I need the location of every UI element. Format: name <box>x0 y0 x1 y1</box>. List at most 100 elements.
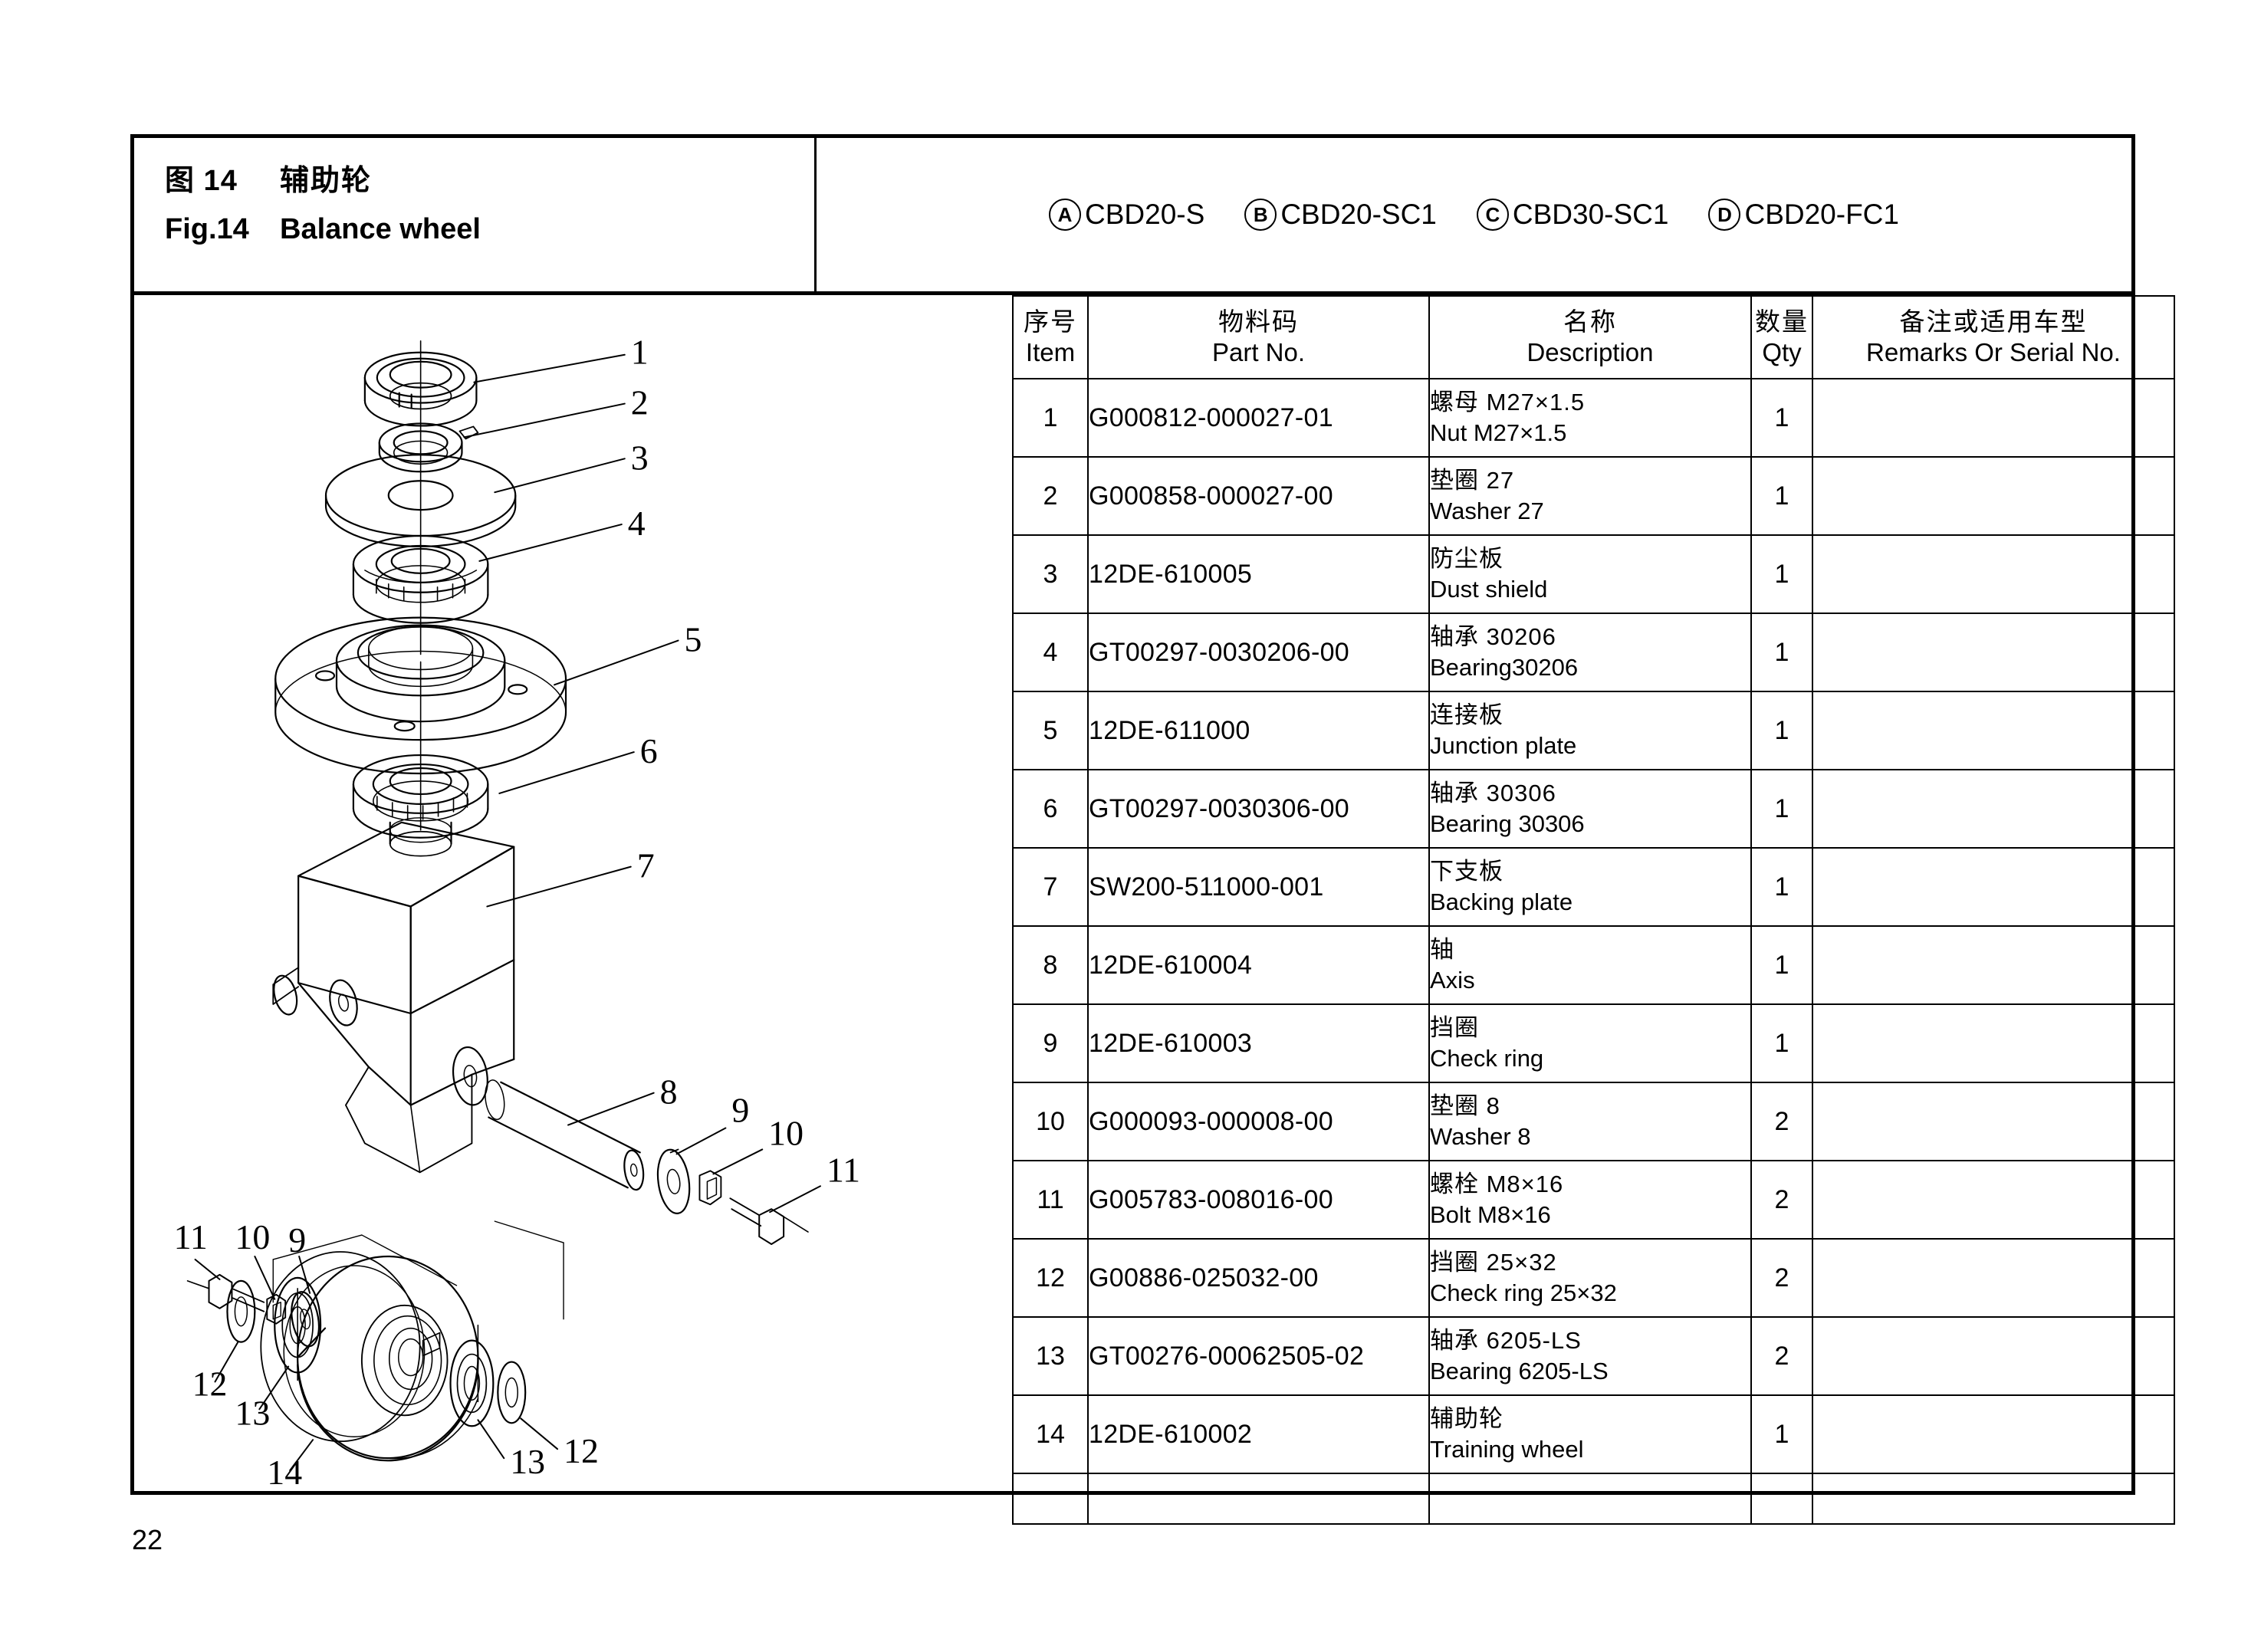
model-code-list: A CBD20-S B CBD20-SC1 C CBD30-SC1 D CBD2… <box>817 138 2131 291</box>
model-code-b: B CBD20-SC1 <box>1244 199 1437 231</box>
part-junction-plate <box>274 616 567 775</box>
callout-8: 8 <box>660 1072 678 1112</box>
callout-14: 14 <box>267 1453 302 1491</box>
cell-qty: 1 <box>1750 1003 1813 1083</box>
description-cn: 防尘板 <box>1430 545 1503 573</box>
callout-leaders <box>194 353 821 1472</box>
description-en: Nut M27×1.5 <box>1430 419 1567 446</box>
cell-part-no: G000858-000027-00 <box>1087 456 1430 536</box>
cell-item: 4 <box>1012 613 1089 692</box>
figure-title-chinese: 图 14 辅助轮 <box>165 163 814 200</box>
model-code-c: C CBD30-SC1 <box>1476 199 1669 231</box>
callout-9-left: 9 <box>288 1220 306 1260</box>
cell-qty: 2 <box>1750 1238 1813 1318</box>
circled-letter-a-icon: A <box>1049 199 1082 231</box>
description-cn: 下支板 <box>1430 858 1503 885</box>
cell-part-no: 12DE-610005 <box>1087 534 1430 614</box>
cell-remarks <box>1812 1160 2175 1240</box>
callout-13-right: 13 <box>510 1442 545 1481</box>
cell-remarks <box>1812 1316 2175 1396</box>
cell-part-no: 12DE-611000 <box>1087 691 1430 770</box>
description-cn: 螺栓 M8×16 <box>1430 1171 1564 1198</box>
figure-name-cn: 辅助轮 <box>280 165 373 197</box>
content-band: 1 2 3 4 5 6 7 8 9 10 11 9 10 11 12 13 <box>134 295 2175 1525</box>
header-description: 名称 Description <box>1428 295 1752 379</box>
part-backing-plate <box>272 821 515 1174</box>
description-en: Bearing 30306 <box>1430 810 1585 837</box>
cell-qty: 1 <box>1750 456 1813 536</box>
cell-item: 10 <box>1012 1082 1089 1161</box>
description-en: Dust shield <box>1430 576 1548 603</box>
header-part-no: 物料码 Part No. <box>1087 295 1430 379</box>
header-item: 序号 Item <box>1012 295 1089 379</box>
cell-empty <box>1087 1473 1430 1525</box>
cell-qty: 2 <box>1750 1160 1813 1240</box>
callout-2: 2 <box>631 383 649 422</box>
model-code-c-label: CBD30-SC1 <box>1512 199 1669 230</box>
callout-10-right: 10 <box>768 1113 804 1152</box>
cell-item: 11 <box>1012 1160 1089 1240</box>
cell-item: 8 <box>1012 925 1089 1005</box>
callout-13-left: 13 <box>235 1393 270 1432</box>
model-code-a: A CBD20-S <box>1049 199 1204 231</box>
cell-remarks <box>1812 1238 2175 1318</box>
description-cn: 垫圈 27 <box>1430 467 1515 494</box>
cell-qty: 1 <box>1750 613 1813 692</box>
cell-remarks <box>1812 1082 2175 1161</box>
description-en: Axis <box>1430 967 1475 993</box>
cell-remarks <box>1812 691 2175 770</box>
description-en: Bearing30206 <box>1430 654 1579 681</box>
header-remarks: 备注或适用车型 Remarks Or Serial No. <box>1812 295 2175 379</box>
header-description-en: Description <box>1527 338 1654 366</box>
callout-12-right: 12 <box>564 1431 599 1470</box>
cell-empty <box>1750 1473 1813 1525</box>
cell-item: 12 <box>1012 1238 1089 1318</box>
cell-part-no: G00886-025032-00 <box>1087 1238 1430 1318</box>
part-training-wheel-group <box>226 1251 527 1462</box>
cell-item: 13 <box>1012 1316 1089 1396</box>
cell-remarks <box>1812 1003 2175 1083</box>
fasteners-left <box>186 1273 320 1348</box>
cell-qty: 2 <box>1750 1316 1813 1396</box>
cell-part-no: G000093-000008-00 <box>1087 1082 1430 1161</box>
callout-labels: 1 2 3 4 5 6 7 8 9 10 11 9 10 11 12 13 <box>174 333 860 1491</box>
description-en: Check ring <box>1430 1045 1544 1072</box>
description-cn: 轴承 30306 <box>1430 780 1556 807</box>
cell-empty <box>1812 1473 2175 1525</box>
parts-table-container: 序号 Item 物料码 Part No. 名称 Description 数量 <box>1012 295 2175 1525</box>
callout-7: 7 <box>637 846 655 885</box>
fasteners-right <box>656 1148 809 1246</box>
header-description-cn: 名称 <box>1563 307 1617 336</box>
cell-part-no: G000812-000027-01 <box>1087 378 1430 458</box>
cell-remarks <box>1812 769 2175 849</box>
header-item-cn: 序号 <box>1024 307 1077 336</box>
cell-description: 防尘板 Dust shield <box>1428 534 1752 614</box>
cell-qty: 1 <box>1750 378 1813 458</box>
part-bearing-30306 <box>352 754 489 857</box>
cell-part-no: 12DE-610004 <box>1087 925 1430 1005</box>
description-cn: 轴承 30206 <box>1430 623 1556 651</box>
figure-title-english: Fig.14 Balance wheel <box>165 211 814 248</box>
callout-11-right: 11 <box>827 1150 860 1189</box>
cell-qty: 1 <box>1750 769 1813 849</box>
parts-table: 序号 Item 物料码 Part No. 名称 Description 数量 <box>1012 295 2175 1525</box>
cell-remarks <box>1812 534 2175 614</box>
cell-empty <box>1012 1473 1089 1525</box>
header-item-en: Item <box>1025 338 1076 366</box>
cell-item: 6 <box>1012 769 1089 849</box>
description-en: Check ring 25×32 <box>1430 1279 1617 1306</box>
cell-part-no: 12DE-610002 <box>1087 1394 1430 1474</box>
cell-qty: 1 <box>1750 925 1813 1005</box>
description-en: Training wheel <box>1430 1436 1584 1463</box>
header-part-no-cn: 物料码 <box>1218 307 1299 336</box>
model-code-b-label: CBD20-SC1 <box>1280 199 1437 230</box>
